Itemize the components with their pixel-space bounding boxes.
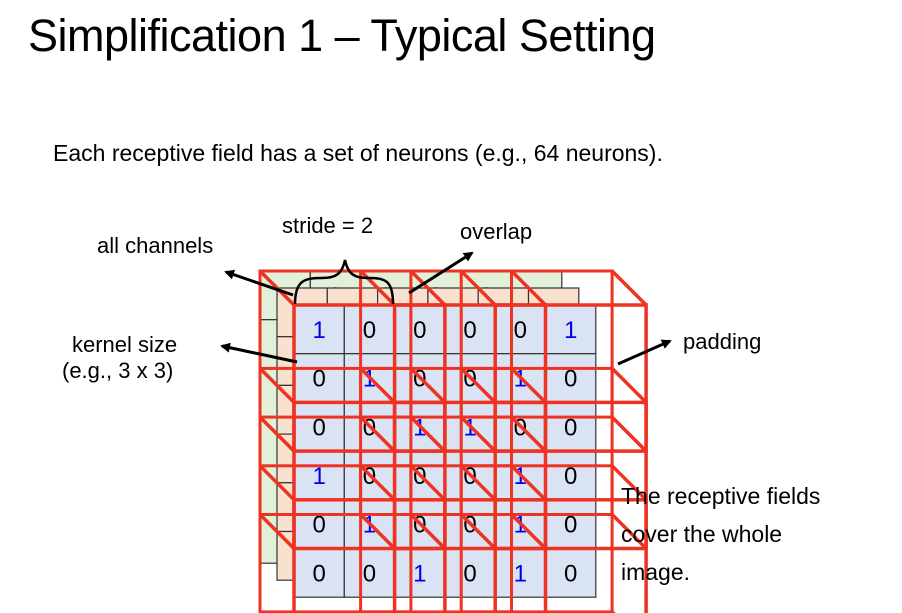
cell-value: 1 — [312, 463, 325, 490]
cell-value: 0 — [564, 414, 577, 441]
overlap-label: overlap — [460, 219, 533, 244]
coverage-line2: cover the whole — [621, 521, 783, 547]
grid-cell — [343, 547, 396, 598]
grid-cell — [494, 304, 547, 355]
cell-value: 0 — [312, 366, 325, 393]
slide-subtitle: Each receptive field has a set of neuron… — [53, 140, 663, 166]
cell-value: 0 — [564, 512, 577, 539]
padding-label: padding — [683, 329, 762, 354]
grid-cell — [293, 450, 345, 501]
kernel-size-label: kernel size (e.g., 3 x 3) — [62, 332, 178, 385]
cell-value: 1 — [514, 560, 527, 587]
grid-cell — [394, 547, 446, 598]
cell-value: 0 — [463, 560, 476, 587]
grid-cell — [544, 450, 597, 501]
grid-cell — [293, 304, 345, 355]
cell-value: 1 — [312, 317, 325, 344]
receptive-field-box — [359, 464, 548, 613]
receptive-field-box — [359, 366, 548, 551]
kernel-size-line2: (e.g., 3 x 3) — [62, 358, 174, 384]
receptive-field-box — [258, 464, 447, 613]
cell-value: 0 — [312, 560, 325, 587]
cell-value: 0 — [413, 317, 426, 344]
receptive-field-box — [459, 366, 648, 551]
receptive-field-box — [258, 366, 447, 551]
slide-title: Simplification 1 – Typical Setting — [28, 10, 656, 61]
grid-cell — [544, 353, 597, 404]
kernel-size-line1: kernel size — [72, 332, 178, 357]
overlap-arrow — [408, 251, 474, 295]
stride-brace — [293, 259, 395, 305]
all-channels-label: all channels — [97, 233, 214, 258]
cell-value: 0 — [312, 512, 325, 539]
annotation-arrows — [220, 251, 672, 366]
coverage-line1: The receptive fields — [621, 483, 821, 509]
receptive-field-box — [459, 269, 648, 453]
receptive-field-boxes — [258, 269, 648, 613]
cell-value: 0 — [363, 317, 376, 344]
cell-value: 0 — [363, 560, 376, 587]
all-channels-arrow — [224, 269, 294, 297]
cell-value: 0 — [463, 317, 476, 344]
stride-label: stride = 2 — [282, 213, 374, 238]
cell-value: 1 — [413, 560, 426, 587]
receptive-field-box — [258, 269, 447, 453]
padding-arrow — [617, 339, 672, 366]
cell-value: 0 — [564, 560, 577, 587]
cell-value: 1 — [564, 317, 577, 344]
receptive-field-box — [459, 464, 648, 613]
cell-value: 0 — [564, 366, 577, 393]
grid-cell — [544, 547, 597, 598]
cell-value: 0 — [312, 414, 325, 441]
coverage-note: The receptive fields cover the whole ima… — [621, 477, 820, 591]
kernel-size-arrow — [220, 342, 298, 364]
cell-value: 0 — [514, 317, 527, 344]
cell-value: 0 — [564, 463, 577, 490]
coverage-line3: image. — [621, 559, 691, 585]
receptive-field-box — [359, 269, 548, 453]
